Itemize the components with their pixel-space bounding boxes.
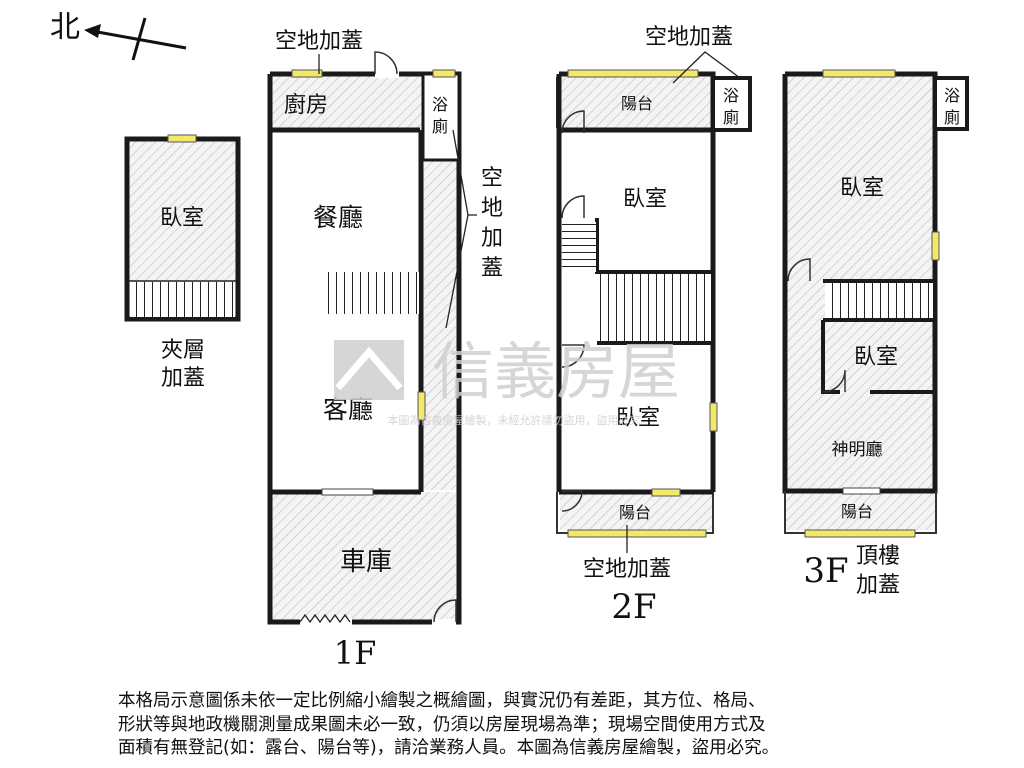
garage-door	[299, 613, 351, 624]
room-label-balcony: 陽台	[841, 502, 873, 521]
door-icon	[787, 258, 811, 282]
door-icon	[374, 51, 398, 75]
floor-label-2f: 2F	[611, 587, 656, 627]
sliding-door	[842, 487, 881, 495]
room-label-bedroom-large: 臥室	[840, 176, 884, 201]
bath-label-line1: 浴	[944, 86, 960, 105]
window	[822, 69, 896, 78]
north-label: 北	[50, 10, 80, 45]
room-label-kitchen: 廚房	[284, 93, 328, 118]
watermark-notice: 本圖為信義房屋繪製，未經允許請勿盜用，盜用必究	[388, 413, 641, 427]
window	[167, 134, 197, 143]
window	[417, 391, 426, 421]
floor-label-3f: 3F	[803, 551, 848, 591]
staircase	[323, 272, 419, 314]
door-icon	[822, 369, 846, 393]
disclaimer-line: 本格局示意圖係未依一定比例縮小繪製之概繪圖，與實況仍有差距，其方位、格局、	[118, 691, 766, 711]
window	[709, 402, 718, 432]
room-label-bedroom-front: 臥室	[623, 187, 667, 212]
addon-note-2f-bottom: 空地加蓋	[583, 557, 671, 582]
mezzanine-note-line1: 夾層	[161, 338, 205, 363]
north-compass: 北	[50, 10, 187, 61]
floor-3f-plan: 浴 廁 臥室 臥室 神明廳 陽台 3F 頂樓 加蓋	[782, 69, 969, 598]
window	[567, 69, 699, 78]
mezzanine-note-line2: 加蓋	[161, 366, 205, 391]
window	[651, 488, 681, 497]
addon-note-2f-top: 空地加蓋	[645, 25, 733, 50]
addon-note-1f-side-2: 地	[481, 196, 503, 221]
door-icon	[433, 599, 457, 623]
window	[432, 69, 456, 78]
bath-label-line2: 廁	[432, 117, 448, 136]
bath-label-line1: 浴	[723, 86, 739, 105]
watermark-brand: 信義房屋	[432, 335, 680, 408]
roof-addon-line2: 加蓋	[856, 573, 900, 598]
addon-note-1f-top: 空地加蓋	[275, 29, 363, 54]
watermark: 信義房屋 本圖為信義房屋繪製，未經允許請勿盜用，盜用必究	[334, 335, 680, 427]
staircase	[825, 283, 933, 318]
staircase	[562, 222, 596, 272]
door-icon	[561, 110, 585, 134]
addon-note-1f-side-4: 蓋	[481, 256, 503, 281]
floor-1f-plan: 廚房 浴 廁 餐廳 客廳 車庫 1F 空地加蓋 空 地 加 蓋	[267, 29, 503, 672]
disclaimer-line: 面積有無登記(如：露台、陽台等)，請洽業務人員。本圖為信義房屋繪製，盜用必究。	[118, 738, 780, 758]
north-arrow-icon	[84, 24, 101, 38]
window	[804, 529, 916, 538]
room-label-balcony-bottom: 陽台	[619, 503, 651, 522]
addon-note-1f-side-3: 加	[481, 226, 503, 251]
door-icon	[561, 344, 585, 368]
roof-addon-line1: 頂樓	[856, 544, 900, 569]
floor-label-1f: 1F	[334, 634, 377, 672]
mezzanine-plan: 臥室 夾層 加蓋	[124, 134, 241, 391]
bath-label-line2: 廁	[723, 108, 739, 127]
window	[291, 69, 323, 78]
bath-label-line1: 浴	[432, 95, 448, 114]
door-icon	[561, 490, 583, 512]
room-label-bedroom: 臥室	[160, 206, 204, 231]
room-label-bedroom-small: 臥室	[854, 345, 898, 370]
room-label-dining: 餐廳	[313, 203, 363, 232]
window	[931, 231, 940, 261]
room-label-balcony-top: 陽台	[621, 94, 653, 113]
window	[567, 529, 707, 538]
room-label-garage: 車庫	[340, 547, 392, 577]
disclaimer-line: 形狀等與地政機關測量成果圖未必一致，仍須以房屋現場為準；現場空間使用方式及	[118, 714, 766, 735]
sliding-door	[321, 488, 374, 496]
door-icon	[561, 195, 585, 219]
disclaimer: 本格局示意圖係未依一定比例縮小繪製之概繪圖，與實況仍有差距，其方位、格局、 形狀…	[118, 690, 908, 761]
watermark-logo-icon	[334, 340, 404, 400]
addon-note-1f-side-1: 空	[481, 166, 503, 191]
floor-2f-plan: 陽台 浴 廁 臥室 臥室 陽台 2F 空地加蓋 空地加蓋	[556, 25, 752, 627]
staircase	[597, 274, 711, 341]
bath-label-line2: 廁	[944, 108, 960, 127]
room-label-shrine: 神明廳	[832, 440, 883, 460]
room-label-bedroom-back: 臥室	[616, 406, 660, 431]
